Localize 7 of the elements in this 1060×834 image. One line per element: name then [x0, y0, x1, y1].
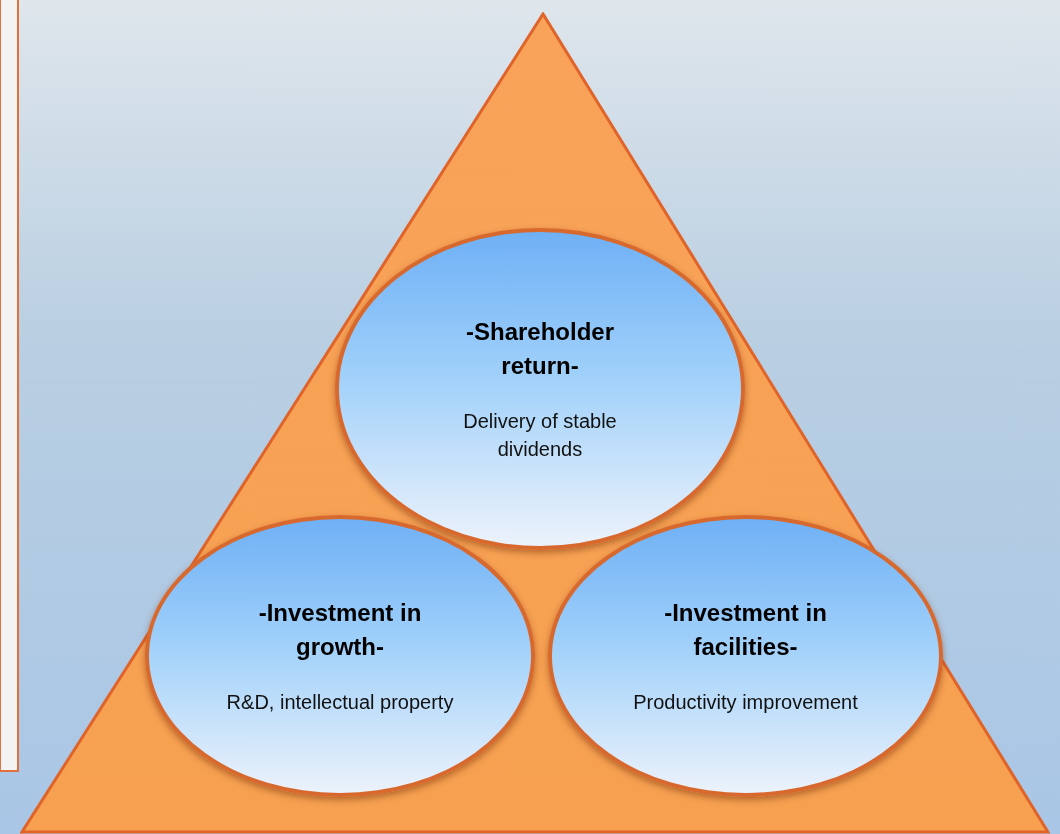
body-text: Productivity improvement: [633, 690, 858, 715]
triangle-shape: [20, 12, 1050, 834]
heading-text: -Shareholder return-: [465, 317, 615, 381]
heading-text: -Investment in facilities-: [663, 598, 828, 662]
body-text: Delivery of stable dividends: [462, 409, 618, 462]
body-text: R&D, intellectual property: [226, 690, 454, 715]
heading-text: -Investment in growth-: [257, 598, 423, 662]
